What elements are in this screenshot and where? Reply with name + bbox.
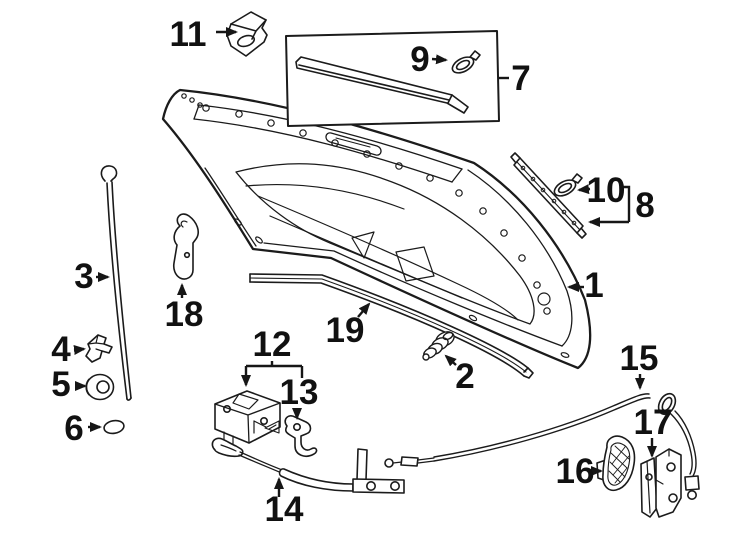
striker-13	[284, 415, 318, 457]
callout-7-label: 7	[511, 59, 530, 98]
prop-rod-3	[100, 165, 132, 401]
callout-17-label: 17	[634, 403, 673, 442]
grommet-5	[85, 373, 115, 401]
callout-3: 3	[74, 257, 110, 296]
callout-13-label: 13	[280, 373, 319, 412]
callout-15-label: 15	[620, 339, 659, 378]
hood-panel	[161, 88, 592, 370]
callout-14: 14	[265, 477, 304, 529]
callout-1: 1	[567, 266, 604, 305]
callout-5: 5	[51, 365, 87, 404]
retainer-6	[103, 419, 125, 435]
callout-4: 4	[51, 330, 86, 369]
bracket-4	[85, 334, 113, 363]
callout-6-label: 6	[64, 409, 83, 448]
callout-10: 10	[577, 171, 626, 210]
clip-10	[553, 173, 583, 197]
callout-8: 8	[588, 185, 655, 227]
callout-9-label: 9	[410, 40, 429, 79]
callout-16: 16	[556, 452, 603, 491]
clip-9	[451, 50, 481, 74]
callout-13: 13	[280, 373, 319, 420]
release-cable-front-14	[211, 437, 435, 494]
side-molding-8	[510, 152, 587, 239]
callout-4-label: 4	[51, 330, 71, 369]
clip-11	[226, 11, 268, 57]
callout-10-label: 10	[587, 171, 626, 210]
callout-5-label: 5	[51, 365, 70, 404]
latch-bracket-17	[640, 448, 682, 518]
callout-11-label: 11	[170, 15, 207, 54]
callout-6: 6	[64, 409, 102, 448]
callout-12-label: 12	[253, 325, 292, 364]
callout-8-label: 8	[635, 186, 654, 225]
callout-11: 11	[170, 15, 238, 54]
callouts: 1 2 3 4 5 6 7 8	[51, 15, 672, 529]
callout-15: 15	[620, 339, 659, 390]
callout-2: 2	[444, 354, 475, 396]
clip-18	[172, 213, 199, 280]
callout-18-label: 18	[165, 295, 204, 334]
callout-14-label: 14	[265, 490, 304, 529]
bumper-2	[422, 331, 455, 361]
front-seal-19	[249, 273, 534, 379]
callout-7: 7	[499, 59, 531, 98]
release-cable-rear-15	[433, 392, 700, 500]
front-molding-strip	[295, 56, 469, 114]
callout-3-label: 3	[74, 257, 93, 296]
callout-1-label: 1	[584, 266, 603, 305]
callout-16-label: 16	[556, 452, 595, 491]
callout-17: 17	[634, 403, 673, 458]
callout-12: 12	[241, 325, 304, 387]
callout-9: 9	[410, 40, 448, 79]
release-handle-16	[596, 435, 636, 492]
callout-19-label: 19	[326, 311, 365, 350]
latch-12	[214, 390, 281, 446]
callout-18: 18	[165, 283, 204, 334]
molding-box-7	[285, 30, 500, 127]
callout-19: 19	[326, 302, 371, 350]
callout-2-label: 2	[455, 357, 474, 396]
